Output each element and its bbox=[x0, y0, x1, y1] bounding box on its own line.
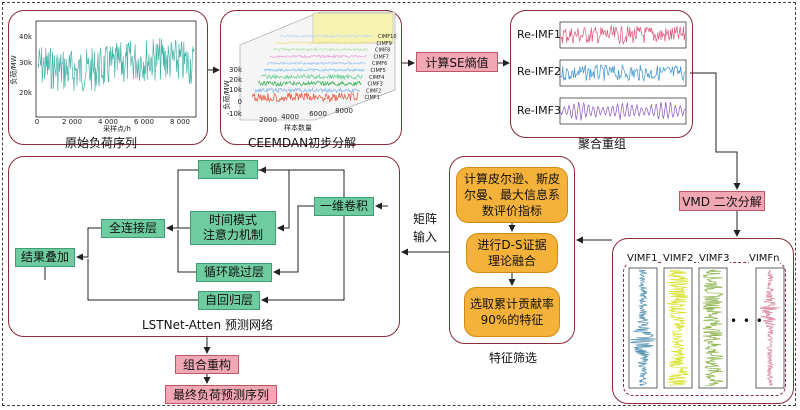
arrow-skip-to-fc-line bbox=[177, 230, 196, 273]
vimf3-label: VIMF3 bbox=[699, 253, 730, 264]
vimfn-wave bbox=[759, 269, 781, 387]
arrow-ar-to-sum bbox=[87, 259, 198, 301]
ceemdan-imf-label-3: CIMF3 bbox=[368, 82, 383, 88]
ceemdan-ytick-20k: 20k bbox=[229, 76, 243, 84]
xtick-0: 0 bbox=[35, 118, 39, 126]
result-sum-box: 结果叠加 bbox=[15, 248, 75, 267]
ceemdan-xtick-8000: 8000 bbox=[335, 107, 353, 115]
final-box: 最终负荷预测序列 bbox=[165, 385, 277, 404]
arrow-conv-to-ar bbox=[261, 216, 345, 304]
arrow-conv-to-skip bbox=[273, 205, 314, 276]
reimf1-wave bbox=[560, 24, 686, 46]
ceemdan-xtick-6000: 6000 bbox=[309, 110, 327, 118]
ceemdan-imf-line-4 bbox=[260, 73, 363, 81]
reimf2-wave bbox=[560, 63, 685, 83]
ceemdan-imf-label-10: CIMF10 bbox=[378, 34, 397, 40]
ceemdan-ytick-30k: 30k bbox=[229, 66, 243, 74]
vimf1-wave bbox=[630, 269, 656, 387]
reimf3-wave bbox=[560, 101, 686, 121]
matrix-input-label: 矩阵 输入 bbox=[412, 212, 437, 244]
ceemdan-imf-label-6: CIMF6 bbox=[372, 61, 387, 67]
vimf3-wave bbox=[702, 269, 725, 387]
xtick-2000: 2 000 bbox=[62, 118, 82, 126]
ceemdan-ytick-neg10k: -10k bbox=[227, 110, 243, 118]
se-entropy-box: 计算SE熵值 bbox=[416, 52, 498, 72]
ytick-20k: 20k bbox=[19, 89, 33, 97]
ceemdan-imf-label-9: CIMF9 bbox=[377, 41, 392, 47]
feature-step-3: 选取累计贡献率90%的特征 bbox=[464, 287, 560, 337]
ceemdan-imf-line-5 bbox=[263, 67, 365, 73]
lstnet-caption: LSTNet-Atten 预测网络 bbox=[142, 318, 273, 332]
ceemdan-imf-line-1 bbox=[251, 91, 359, 103]
vimf-ellipsis: • • • bbox=[730, 314, 764, 328]
ceemdan-imf-line-8 bbox=[272, 47, 369, 53]
combine-box: 组合重构 bbox=[175, 355, 239, 374]
vmd-box: VMD 二次分解 bbox=[679, 191, 765, 211]
vimf1-label: VIMF1 bbox=[627, 253, 658, 264]
arrow-recurrent-to-attention bbox=[258, 169, 290, 232]
ceemdan-imf-label-2: CIMF2 bbox=[366, 88, 381, 94]
ceemdan-imf-label-7: CIMF7 bbox=[374, 54, 389, 60]
ceemdan-imf-label-5: CIMF5 bbox=[371, 68, 386, 74]
original-series-panel bbox=[8, 10, 208, 145]
fully-connected-box: 全连接层 bbox=[101, 219, 165, 238]
arrow-reimf2-to-vmd bbox=[690, 72, 741, 190]
y-axis-label: 负荷/MW bbox=[9, 55, 18, 84]
arrow-fc-to-sum bbox=[76, 227, 101, 261]
ceemdan-xtick-2000: 2000 bbox=[259, 116, 277, 124]
skip-recurrent-box: 循环跳过层 bbox=[196, 263, 272, 282]
ceemdan-imf-line-3 bbox=[257, 80, 362, 87]
ceemdan-imf-line-6 bbox=[266, 61, 366, 66]
ceemdan-imf-line-7 bbox=[269, 54, 368, 59]
vimfn-label: VIMFn bbox=[749, 253, 780, 264]
vimf2-wave bbox=[666, 269, 689, 387]
original-series-line bbox=[37, 38, 195, 92]
feature-step-2: 进行D-S证据理论融合 bbox=[466, 233, 558, 273]
reimf3-label: Re-IMF3 bbox=[517, 104, 561, 117]
ceemdan-ytick-0: 0 bbox=[238, 98, 242, 106]
ceemdan-imf-label-1: CIMF1 bbox=[365, 95, 380, 101]
ytick-30k: 30k bbox=[19, 59, 33, 67]
ytick-40k: 40k bbox=[19, 33, 33, 41]
ceemdan-x-axis-label: 样本数量 bbox=[284, 123, 312, 132]
vimf2-label: VIMF2 bbox=[663, 253, 694, 264]
arrow-conv-to-recurrent bbox=[259, 166, 345, 197]
ceemdan-imf-label-4: CIMF4 bbox=[369, 75, 384, 81]
recombine-caption: 聚合重组 bbox=[578, 137, 627, 151]
recurrent-box: 循环层 bbox=[198, 160, 258, 179]
ceemdan-caption: CEEMDAN初步分解 bbox=[248, 136, 357, 150]
ceemdan-imf-line-9 bbox=[275, 40, 371, 45]
autoregressive-box: 自回归层 bbox=[198, 291, 260, 310]
xtick-4000: 4 000 bbox=[98, 118, 118, 126]
x-axis-label: 采样点/h bbox=[103, 124, 131, 133]
reimf2-label: Re-IMF2 bbox=[517, 65, 561, 78]
reimf1-label: Re-IMF1 bbox=[517, 28, 561, 41]
ceemdan-y-axis-label: 负荷/MW bbox=[222, 80, 231, 109]
ceemdan-imf-line-2 bbox=[254, 86, 361, 94]
xtick-6000: 6 000 bbox=[134, 118, 154, 126]
ceemdan-xtick-4000: 4000 bbox=[281, 113, 299, 121]
ceemdan-imf-line-10 bbox=[279, 33, 373, 39]
attention-box: 时间模式 注意力机制 bbox=[190, 211, 276, 245]
feature-step-1: 计算皮尔逊、斯皮尔曼、最大信息系数评价指标 bbox=[456, 167, 568, 223]
outer-frame bbox=[2, 2, 796, 406]
original-caption: 原始负荷序列 bbox=[65, 136, 138, 150]
ceemdan-ytick-10k: 10k bbox=[229, 86, 243, 94]
ceemdan-imf-label-8: CIMF8 bbox=[375, 48, 390, 54]
arrow-recurrent-to-fc-line bbox=[177, 169, 198, 228]
feature-caption: 特征筛选 bbox=[489, 351, 538, 365]
conv1d-box: 一维卷积 bbox=[314, 197, 374, 216]
xtick-8000: 8 000 bbox=[170, 118, 190, 126]
